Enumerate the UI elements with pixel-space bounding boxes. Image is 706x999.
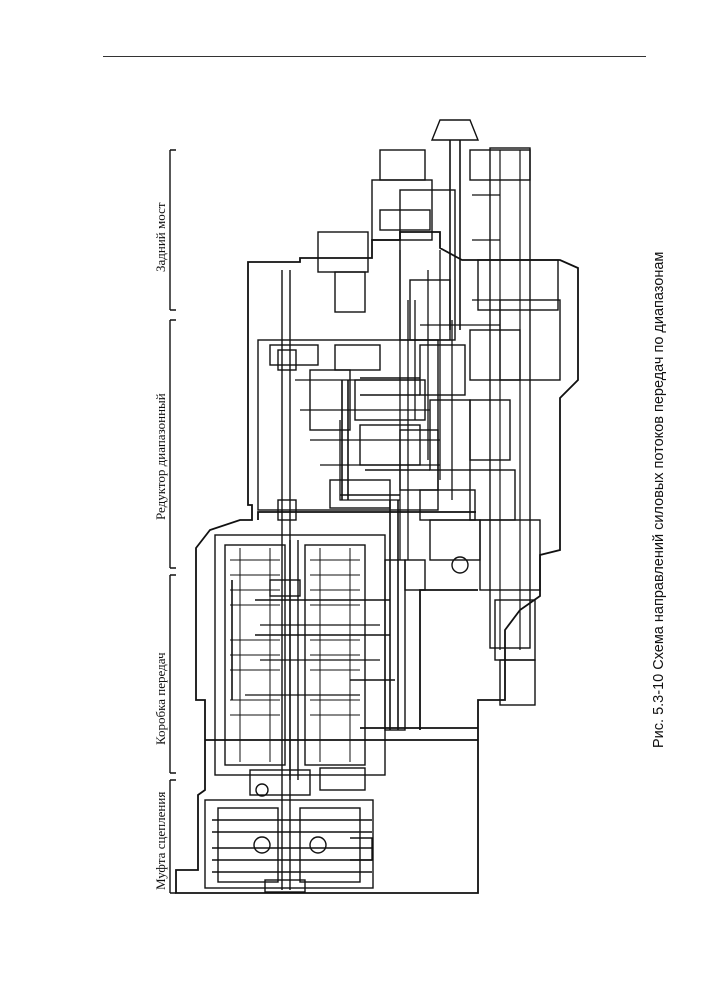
section-label-range-reducer: Редуктор диапазонный xyxy=(153,393,168,520)
clutch-block xyxy=(204,783,374,893)
figure-caption: Рис. 5.3-10 Схема направлений силовых по… xyxy=(651,251,667,748)
gearbox-block xyxy=(214,534,406,796)
rear-axle-block xyxy=(317,119,561,706)
range-reducer-block xyxy=(257,339,481,730)
header-rule xyxy=(103,56,646,57)
section-label-rear-axle: Задний мост xyxy=(153,202,168,272)
section-label-clutch: Муфта сцепления xyxy=(153,791,168,890)
housing-outline xyxy=(175,231,579,894)
power-flow-lines xyxy=(245,250,453,696)
section-brackets xyxy=(169,149,176,894)
main-shaft xyxy=(269,270,301,890)
section-label-gearbox: Коробка передач xyxy=(153,652,168,745)
